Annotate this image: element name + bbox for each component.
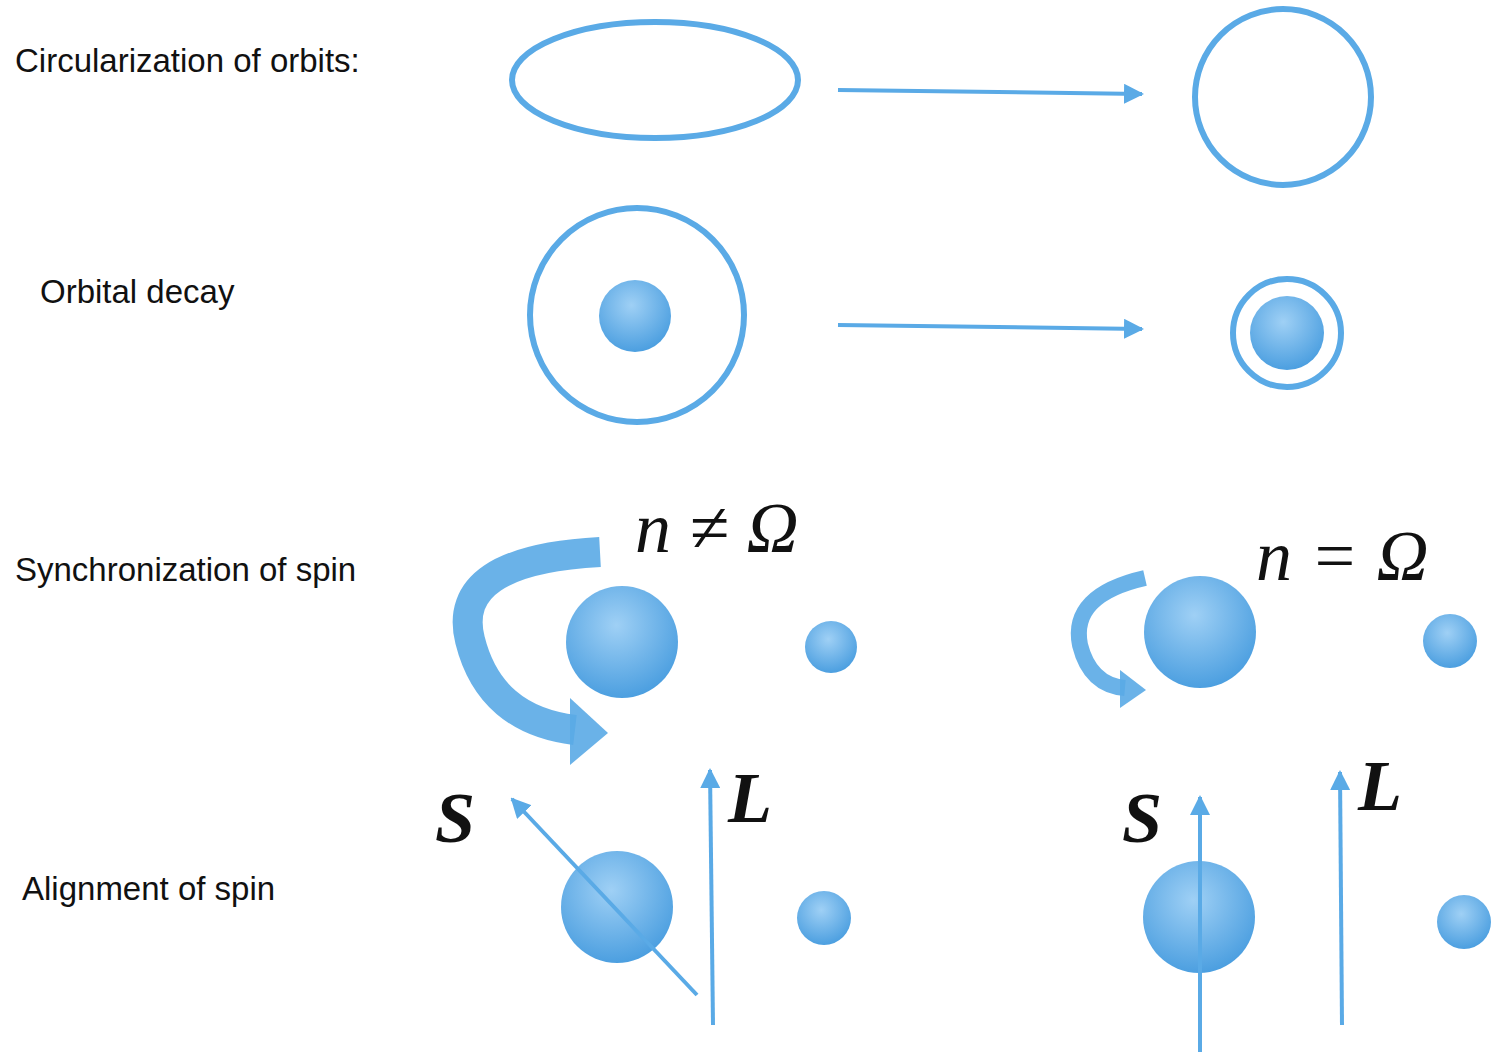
primary-body [1144, 576, 1256, 688]
math-condition: n = Ω [1256, 520, 1429, 592]
wide-orbit [530, 208, 744, 422]
orbital-angular-momentum-vector [1340, 772, 1342, 1025]
vector-symbol: L [728, 762, 772, 834]
transition-arrow [838, 90, 1142, 94]
vector-symbol: L [1358, 750, 1402, 822]
eccentric-orbit [512, 22, 798, 138]
math-condition: n ≠ Ω [635, 492, 799, 564]
spin-arrow-head [570, 698, 608, 765]
circular-orbit [1195, 9, 1371, 185]
spin-vector [512, 799, 697, 995]
central-body [599, 280, 671, 352]
primary-body [566, 586, 678, 698]
row-title: Circularization of orbits: [15, 44, 360, 77]
orbital-angular-momentum-vector [710, 770, 713, 1025]
spin-arrow [1079, 578, 1145, 688]
companion-body [797, 891, 851, 945]
decayed-orbit [1233, 279, 1341, 387]
row-title: Synchronization of spin [15, 553, 356, 586]
companion-body [805, 621, 857, 673]
companion-body [1437, 895, 1491, 949]
transition-arrow [838, 325, 1142, 329]
vector-symbol: S [1122, 782, 1162, 854]
vector-symbol: S [435, 782, 475, 854]
spin-vector [1198, 797, 1202, 1052]
central-body [1250, 296, 1324, 370]
row-title: Orbital decay [40, 275, 234, 308]
spin-arrow-head [1120, 670, 1146, 708]
row-title: Alignment of spin [22, 872, 275, 905]
companion-body [1423, 614, 1477, 668]
